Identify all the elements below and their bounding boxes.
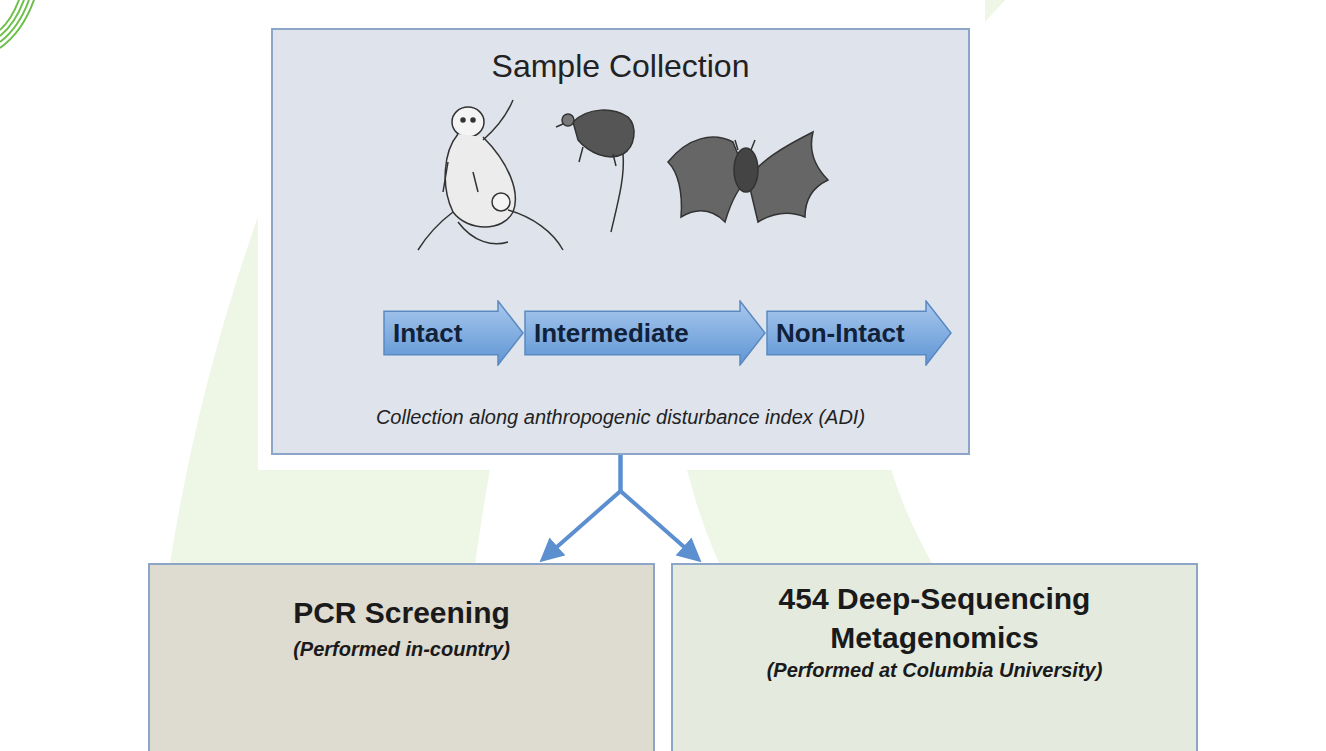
arrow-outline <box>525 301 765 365</box>
arrow-outline <box>767 301 951 365</box>
monkey-drawing <box>418 100 563 250</box>
connector-arrow <box>546 455 621 557</box>
node-title: Intact <box>383 318 462 349</box>
arrow-box: Intermediate <box>524 300 766 366</box>
node-title: PCR Screening <box>279 593 524 632</box>
corner-swoosh <box>0 0 34 48</box>
arrow-outline <box>384 301 523 365</box>
bat-drawing <box>668 132 828 222</box>
connector-arrow <box>621 455 696 557</box>
node-title: Intermediate <box>524 318 689 349</box>
white-panel <box>258 0 985 470</box>
node-title: Non-Intact <box>766 318 905 349</box>
rat-drawing <box>556 110 634 232</box>
node-subtitle: (Performed at Columbia University) <box>767 659 1103 682</box>
node-subtitle: Collection along anthropogenic disturban… <box>376 406 865 429</box>
arrow-box: Intact <box>383 300 524 366</box>
animal-illustration <box>413 92 833 252</box>
arrow-box: Non-Intact <box>766 300 952 366</box>
node-title: 454 Deep-Sequencing Metagenomics <box>673 579 1196 657</box>
node-title: Sample Collection <box>492 48 750 85</box>
process-box: PCR Screening (Performed in-country) <box>148 563 655 751</box>
process-box: Sample CollectionCollection along anthro… <box>271 28 970 455</box>
node-subtitle: (Performed in-country) <box>293 638 510 661</box>
process-box: 454 Deep-Sequencing Metagenomics(Perform… <box>671 563 1198 751</box>
